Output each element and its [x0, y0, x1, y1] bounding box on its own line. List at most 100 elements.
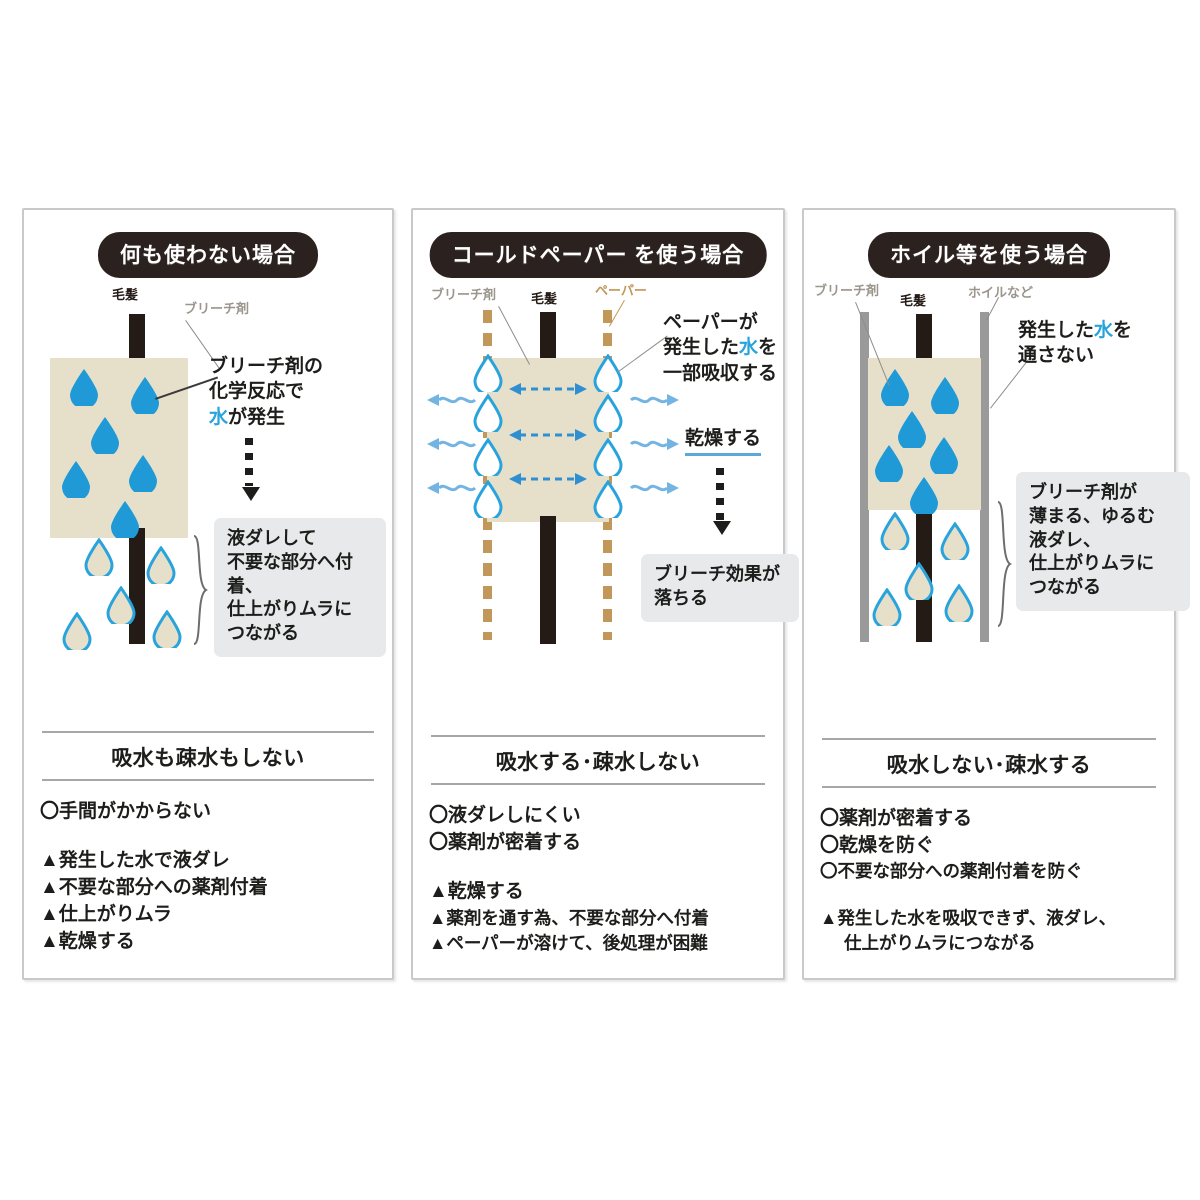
label-paper: ペーパー — [595, 283, 647, 298]
water-drop-outline — [593, 438, 623, 476]
pro-item: 〇液ダレしにくい — [429, 805, 581, 827]
summary-foil: 吸水しない･疎水する 〇薬剤が密着する 〇乾燥を防ぐ 〇不要な部分への薬剤付着を… — [804, 737, 1174, 956]
con-item: ▲仕上がりムラ — [40, 904, 172, 926]
label-hair: 毛髪 — [531, 291, 558, 306]
water-drop-outline — [152, 610, 182, 648]
water-drop-outline — [593, 354, 623, 392]
spacer — [429, 857, 783, 879]
annotation-water-generated: ブリーチ剤の 化学反応で 水が発生 — [209, 354, 323, 430]
bullet-list: 〇液ダレしにくい 〇薬剤が密着する ▲乾燥する ▲薬剤を通す為、不要な部分へ付着… — [429, 803, 783, 956]
water-drop-outline — [872, 588, 902, 626]
rule-top — [822, 737, 1156, 740]
foil-wall-left — [860, 312, 869, 642]
section-heading-text: 吸水しない･疎水する — [886, 753, 1092, 777]
annotation-line-3: 一部吸収する — [663, 362, 778, 384]
water-drop-outline — [146, 546, 176, 584]
panel-title: 何も使わない場合 — [98, 232, 318, 278]
evaporation-wave-right — [629, 480, 681, 496]
con-item: ▲ペーパーが溶けて、後処理が困難 — [429, 933, 708, 954]
spacer — [820, 884, 1174, 906]
panel-cold-paper: コールドペーパー を使う場合 — [411, 208, 799, 980]
leader-line-annotation — [617, 335, 668, 373]
evaporation-wave-right — [629, 392, 681, 408]
annotation-line-2-b: を — [758, 337, 778, 359]
pro-item: 〇不要な部分への薬剤付着を防ぐ — [820, 861, 1083, 882]
diagram-cold-paper: ブリーチ剤 毛髪 ペーパー ペーパーが 発生した水を 一部吸収する 乾燥する ブ… — [413, 276, 799, 706]
water-drop-filled — [90, 416, 120, 454]
con-item: ▲乾燥する — [429, 881, 524, 903]
arrow-dots — [245, 438, 253, 486]
rule-bottom — [431, 783, 765, 786]
hair-strand-top — [129, 314, 145, 358]
annotation-line-2: 発生した水を — [663, 335, 777, 360]
hair-strand-top — [540, 312, 556, 358]
pro-item: 〇乾燥を防ぐ — [820, 834, 935, 856]
evaporation-wave-right — [629, 436, 681, 452]
water-drop-filled — [874, 444, 904, 482]
pro-item: 〇薬剤が密着する — [820, 807, 973, 829]
water-drop-outline — [593, 480, 623, 518]
annotation-line-1: ブリーチ剤の — [209, 356, 324, 377]
callout-diluted-bleach: ブリーチ剤が 薄まる、ゆるむ 液ダレ、 仕上がりムラに つながる — [1016, 472, 1190, 611]
diagram-no-material: 毛髪 ブリーチ剤 ブリーチ剤の 化学反応で 水が発生 — [24, 276, 392, 706]
rule-bottom — [822, 785, 1156, 788]
annotation-line-2-a: 発生した — [663, 337, 740, 359]
annotation-highlight-water: 水 — [1094, 320, 1114, 341]
annotation-line-3: 水が発生 — [209, 405, 323, 430]
water-drop-filled — [110, 500, 140, 538]
annotation-line-2: 化学反応で — [209, 381, 305, 403]
water-drop-outline — [904, 562, 934, 600]
annotation-highlight-water: 水 — [739, 337, 759, 359]
water-drop-filled — [930, 376, 960, 414]
panel-foil: ホイル等を使う場合 — [802, 208, 1190, 980]
callout-dripping: 液ダレして 不要な部分へ付着、 仕上がりムラに つながる — [214, 518, 386, 657]
foil-wall-right — [980, 312, 989, 642]
section-heading: 吸水しない･疎水する — [822, 737, 1156, 788]
water-drop-outline — [62, 612, 92, 650]
water-drop-filled — [880, 368, 910, 406]
con-item: ▲乾燥する — [40, 931, 135, 953]
annotation-drying: 乾燥する — [685, 426, 762, 457]
water-drop-outline — [106, 586, 136, 624]
section-heading: 吸水する･疎水しない — [431, 735, 765, 786]
bleach-block — [487, 358, 609, 522]
con-item: ▲薬剤を通す為、不要な部分へ付着 — [429, 908, 709, 929]
rule-bottom — [42, 779, 374, 782]
water-drop-outline — [880, 512, 910, 550]
water-drop-filled — [929, 436, 959, 474]
section-heading-text: 吸水する･疎水しない — [495, 751, 701, 775]
annotation-blocks-water: 発生した水を 通さない — [1018, 318, 1132, 369]
water-drop-outline — [940, 522, 970, 560]
annotation-line-3-rest: が発生 — [228, 406, 286, 428]
water-drop-outline — [473, 354, 503, 392]
flow-arrow-down — [713, 468, 731, 535]
water-drop-outline — [473, 480, 503, 518]
pro-item: 〇手間がかからない — [40, 801, 212, 823]
section-heading: 吸水も疎水もしない — [42, 731, 374, 782]
diffusion-arrow — [509, 428, 587, 442]
bullet-list: 〇薬剤が密着する 〇乾燥を防ぐ 〇不要な部分への薬剤付着を防ぐ ▲発生した水を吸… — [820, 806, 1174, 956]
arrow-head — [242, 487, 260, 501]
rule-top — [431, 735, 765, 738]
hair-strand-bottom — [540, 516, 556, 644]
label-foil: ホイルなど — [968, 285, 1034, 300]
label-hair: 毛髪 — [112, 287, 139, 302]
water-drop-filled — [909, 476, 939, 514]
label-bleach: ブリーチ剤 — [184, 301, 250, 316]
arrow-dots — [716, 468, 724, 520]
water-drop-filled — [69, 368, 99, 406]
spacer — [40, 826, 392, 848]
label-bleach: ブリーチ剤 — [431, 287, 497, 302]
diffusion-arrow — [509, 472, 587, 486]
evaporation-wave-left — [425, 480, 477, 496]
evaporation-wave-left — [425, 392, 477, 408]
con-item: 仕上がりムラにつながる — [844, 933, 1036, 954]
annotation-line-2: 通さない — [1018, 345, 1095, 367]
label-bleach: ブリーチ剤 — [814, 283, 880, 298]
water-drop-filled — [61, 460, 91, 498]
callout-bleach-effect: ブリーチ効果が 落ちる — [641, 554, 799, 622]
annotation-highlight-water: 水 — [209, 406, 229, 428]
panel-title: コールドペーパー を使う場合 — [429, 232, 767, 278]
con-item: ▲不要な部分への薬剤付着 — [40, 877, 268, 899]
